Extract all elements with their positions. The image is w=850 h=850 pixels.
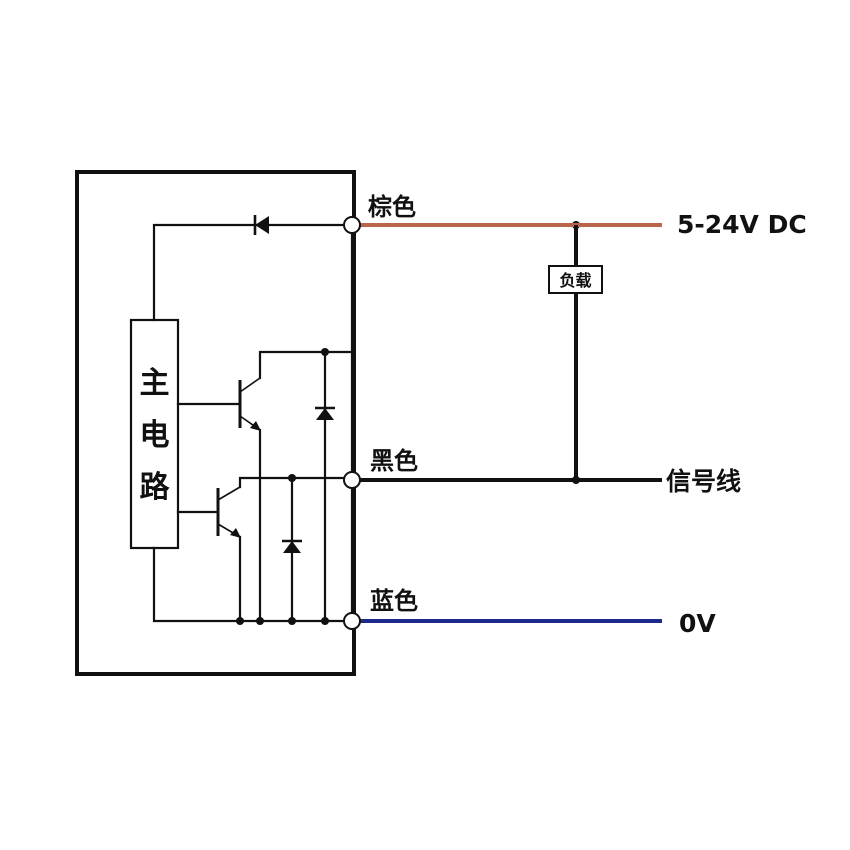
brown-wire-label: 棕色 — [368, 193, 416, 221]
sensor-housing — [75, 170, 356, 676]
black-terminal — [343, 471, 361, 489]
supply-label: 5-24V DC — [677, 210, 807, 239]
pnp-transistor — [176, 476, 346, 623]
supply-feed-line — [152, 223, 346, 322]
lower-clamp-diode — [282, 476, 302, 623]
main-circuit-block — [129, 318, 180, 550]
ground-rail — [152, 546, 346, 623]
reverse-protection-diode — [253, 215, 269, 235]
signal-label: 信号线 — [666, 467, 741, 496]
blue-wire-label: 蓝色 — [370, 587, 418, 615]
junction-dots — [236, 221, 580, 625]
main-circuit-char-1: 主 — [140, 366, 170, 401]
black-wire-label: 黑色 — [370, 447, 418, 475]
main-circuit-char-2: 电 — [140, 418, 170, 453]
blue-terminal — [343, 612, 361, 630]
ground-label: 0V — [679, 609, 716, 638]
load-label: 负载 — [559, 271, 591, 290]
upper-clamp-diode — [315, 350, 335, 623]
load-box — [548, 265, 603, 294]
brown-terminal — [343, 216, 361, 234]
main-circuit-char-3: 路 — [140, 470, 171, 505]
